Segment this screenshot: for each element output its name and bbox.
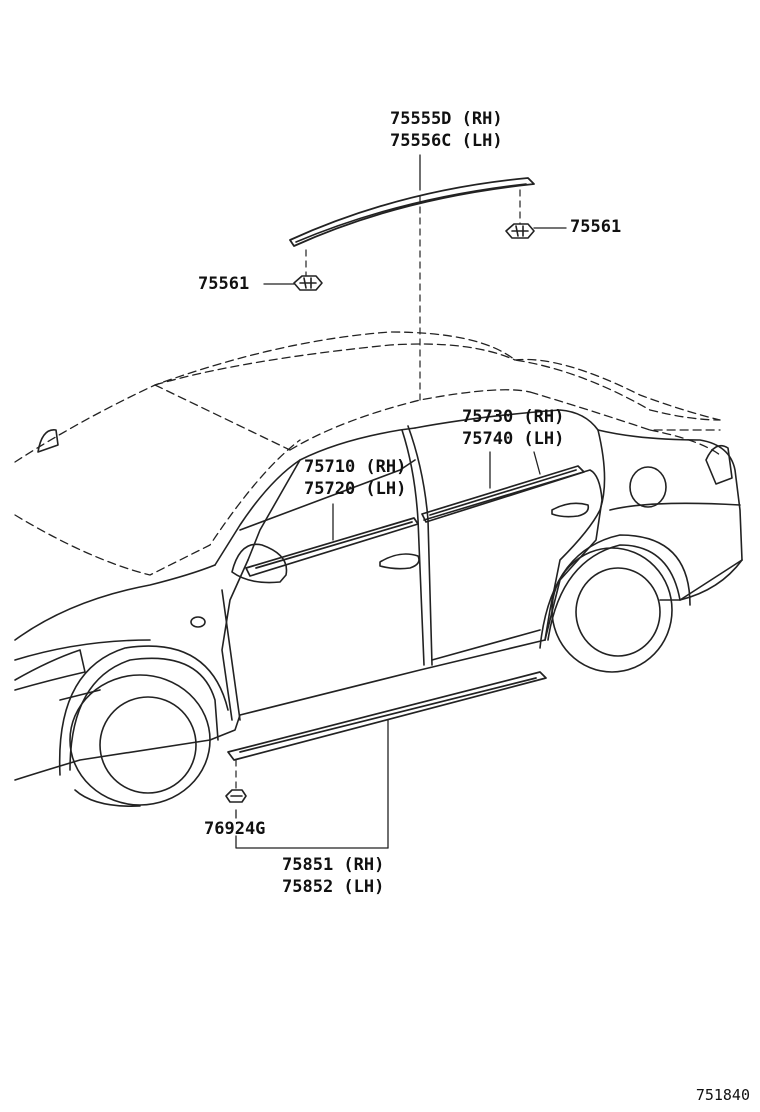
- rocker-clip-icon: [225, 789, 247, 803]
- callout-rear-belt-molding: 75730 (RH) 75740 (LH): [462, 406, 564, 450]
- roof-clip-right-icon: [505, 223, 535, 239]
- leader-lines: [235, 154, 567, 849]
- callout-roof-clip-left: 75561: [198, 274, 250, 294]
- callout-rocker-clip: 76924G: [204, 819, 266, 839]
- roof-clip-left-icon: [293, 275, 323, 291]
- callout-roof-molding-rh: 75555D (RH): [390, 109, 503, 129]
- callout-roof-molding: 75555D (RH) 75556C (LH): [390, 108, 503, 152]
- callout-rocker-rh: 75851 (RH): [282, 855, 385, 875]
- callout-rocker-lh: 75852 (LH): [282, 877, 385, 897]
- roof-molding-part: [289, 177, 535, 247]
- callout-rear-belt-rh: 75730 (RH): [462, 407, 565, 427]
- rocker-molding-part: [227, 671, 547, 761]
- callout-front-belt-lh: 75720 (LH): [304, 479, 407, 499]
- callout-rocker-molding: 75851 (RH) 75852 (LH): [282, 854, 384, 898]
- callout-rear-belt-lh: 75740 (LH): [462, 429, 565, 449]
- callout-roof-molding-lh: 75556C (LH): [390, 131, 503, 151]
- figure-number: 751840: [695, 1086, 750, 1104]
- callout-front-belt-rh: 75710 (RH): [304, 457, 407, 477]
- callout-front-belt-molding: 75710 (RH) 75720 (LH): [304, 456, 406, 500]
- assembly-dash-lines: [235, 189, 521, 791]
- car-body-outline: [14, 331, 743, 807]
- front-belt-molding-part: [245, 517, 419, 577]
- rear-belt-molding-part: [421, 465, 585, 523]
- callout-roof-clip-right: 75561: [570, 217, 622, 237]
